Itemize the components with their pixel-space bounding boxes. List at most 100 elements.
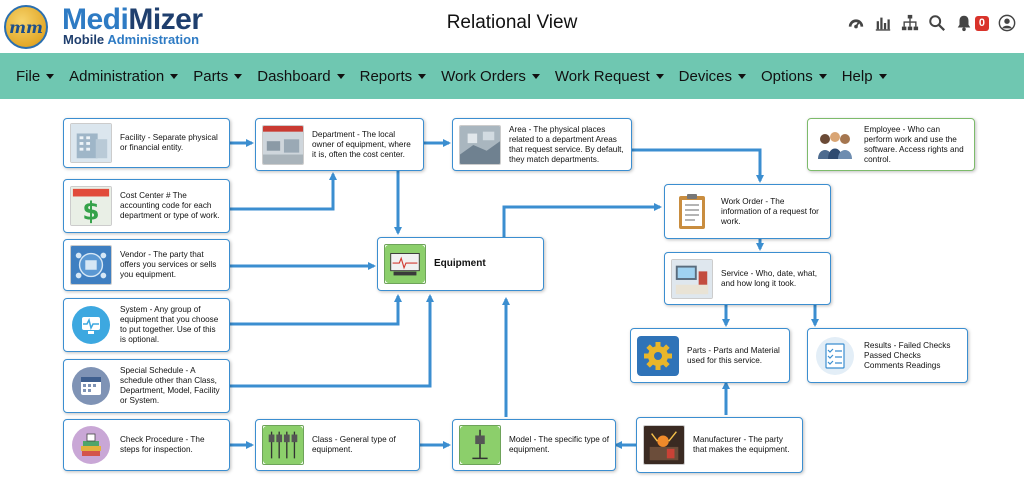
nav-work-orders-label: Work Orders <box>441 67 526 85</box>
system-node[interactable]: System - Any group of equipment that you… <box>63 298 230 352</box>
department-node[interactable]: Department - The local owner of equipmen… <box>255 118 424 171</box>
nav-devices-label: Devices <box>678 67 733 85</box>
caret-down-icon <box>531 73 540 79</box>
dollar-sign-thumbnail-icon: $ <box>70 186 112 226</box>
poles-thumbnail-icon <box>262 425 304 465</box>
special-schedule-label: Special Schedule - A schedule other than… <box>120 366 220 405</box>
nav-help[interactable]: Help <box>842 68 887 85</box>
caret-down-icon <box>418 73 427 79</box>
nav-work-request[interactable]: Work Request <box>555 68 664 85</box>
app-header: mm MediMizer Mobile Administration Relat… <box>0 0 1024 53</box>
nav-help-label: Help <box>841 67 873 85</box>
nav-administration[interactable]: Administration <box>69 67 179 85</box>
logo-mark-text: mm <box>9 17 43 37</box>
vendor-label: Vendor - The party that offers you servi… <box>120 250 217 279</box>
area-thumbnail-icon <box>459 124 501 165</box>
monitor-device-thumbnail-icon <box>384 244 426 284</box>
nav-options-label: Options <box>761 67 813 85</box>
search-icon[interactable] <box>928 14 946 32</box>
class-label: Class - General type of equipment. <box>312 435 396 454</box>
service-thumbnail-icon <box>671 258 713 299</box>
facility-node[interactable]: Facility - Separate physical or financia… <box>63 118 230 168</box>
department-label: Department - The local owner of equipmen… <box>312 129 411 159</box>
caret-down-icon <box>738 73 747 79</box>
sitemap-icon[interactable] <box>901 14 919 32</box>
iv-pole-thumbnail-icon <box>459 425 501 465</box>
nav-parts-label: Parts <box>193 67 229 85</box>
svg-text:$: $ <box>82 196 99 225</box>
notifications[interactable]: 0 <box>955 14 989 32</box>
brand-subtitle-part1: Mobile <box>63 32 105 47</box>
caret-down-icon <box>234 73 243 79</box>
user-account-icon[interactable] <box>998 14 1016 32</box>
department-thumbnail-icon <box>262 124 304 165</box>
special-schedule-node[interactable]: Special Schedule - A schedule other than… <box>63 359 230 413</box>
header-toolbar: 0 <box>847 14 1016 32</box>
equipment-node[interactable]: Equipment <box>377 237 544 291</box>
employee-node[interactable]: Employee - Who can perform work and use … <box>807 118 975 171</box>
class-node[interactable]: Class - General type of equipment. <box>255 419 420 471</box>
nav-dashboard[interactable]: Dashboard <box>257 67 345 85</box>
gear-thumbnail-icon <box>637 335 679 376</box>
area-label: Area - The physical places related to a … <box>509 124 624 164</box>
brand-name-part1: Medi <box>62 3 129 36</box>
results-label: Results - Failed Checks Passed Checks Co… <box>864 340 951 370</box>
bell-icon[interactable] <box>955 14 973 32</box>
employee-label: Employee - Who can perform work and use … <box>864 124 964 164</box>
clipboard-books-thumbnail-icon <box>70 425 112 465</box>
dashboard-gauge-icon[interactable] <box>847 14 865 32</box>
page-title-wrap: Relational View <box>0 12 1024 34</box>
medimizer-logo-mark[interactable]: mm <box>4 5 48 49</box>
page-title: Relational View <box>446 12 578 33</box>
work-order-label: Work Order - The information of a reques… <box>721 196 819 226</box>
main-nav: File Administration Parts Dashboard Repo… <box>0 53 1024 99</box>
caret-down-icon <box>170 73 179 79</box>
caret-down-icon <box>818 73 827 79</box>
nav-reports-label: Reports <box>359 67 413 85</box>
nav-devices[interactable]: Devices <box>678 67 747 85</box>
vendor-node[interactable]: Vendor - The party that offers you servi… <box>63 239 230 291</box>
brand-subtitle: Mobile Administration <box>63 32 199 47</box>
caret-down-icon <box>46 73 55 79</box>
area-node[interactable]: Area - The physical places related to a … <box>452 118 632 171</box>
model-label: Model - The specific type of equipment. <box>509 435 609 454</box>
heart-monitor-thumbnail-icon <box>70 305 112 345</box>
nav-options[interactable]: Options <box>761 68 827 85</box>
calendar-thumbnail-icon <box>70 366 112 406</box>
nav-work-request-label: Work Request <box>554 67 650 85</box>
manufacturer-thumbnail-icon <box>643 425 685 465</box>
check-procedure-label: Check Procedure - The steps for inspecti… <box>120 435 205 454</box>
manufacturer-node[interactable]: Manufacturer - The party that makes the … <box>636 417 803 473</box>
nav-parts[interactable]: Parts <box>193 67 243 85</box>
nav-file[interactable]: File <box>16 67 55 85</box>
brand-subtitle-part2: Administration <box>107 32 200 47</box>
caret-down-icon <box>655 73 664 79</box>
facility-thumbnail-icon <box>70 123 112 163</box>
employees-group-thumbnail-icon <box>814 124 856 165</box>
nav-work-orders[interactable]: Work Orders <box>441 68 540 85</box>
nav-administration-label: Administration <box>69 67 165 85</box>
caret-down-icon <box>878 73 887 79</box>
equipment-label: Equipment <box>434 258 486 269</box>
facility-label: Facility - Separate physical or financia… <box>120 133 218 152</box>
nav-file-label: File <box>16 67 41 85</box>
bar-chart-icon[interactable] <box>874 14 892 32</box>
caret-down-icon <box>336 73 345 79</box>
service-node[interactable]: Service - Who, date, what, and how long … <box>664 252 831 305</box>
brand-name[interactable]: MediMizer <box>62 3 203 37</box>
system-label: System - Any group of equipment that you… <box>120 305 219 344</box>
work-order-node[interactable]: Work Order - The information of a reques… <box>664 184 831 239</box>
nav-reports[interactable]: Reports <box>360 68 427 85</box>
vendor-thumbnail-icon <box>70 245 112 285</box>
parts-label: Parts - Parts and Material used for this… <box>687 345 780 365</box>
parts-node[interactable]: Parts - Parts and Material used for this… <box>630 328 790 383</box>
model-node[interactable]: Model - The specific type of equipment. <box>452 419 616 471</box>
relational-diagram: Facility - Separate physical or financia… <box>0 99 1024 490</box>
nav-dashboard-label: Dashboard <box>257 67 331 85</box>
results-node[interactable]: Results - Failed Checks Passed Checks Co… <box>807 328 968 383</box>
notification-count-badge: 0 <box>974 15 989 31</box>
check-procedure-node[interactable]: Check Procedure - The steps for inspecti… <box>63 419 230 471</box>
checklist-thumbnail-icon <box>814 336 856 376</box>
brand-name-part2: Mizer <box>128 3 203 36</box>
cost-center-node[interactable]: $ Cost Center # The accounting code for … <box>63 179 230 233</box>
